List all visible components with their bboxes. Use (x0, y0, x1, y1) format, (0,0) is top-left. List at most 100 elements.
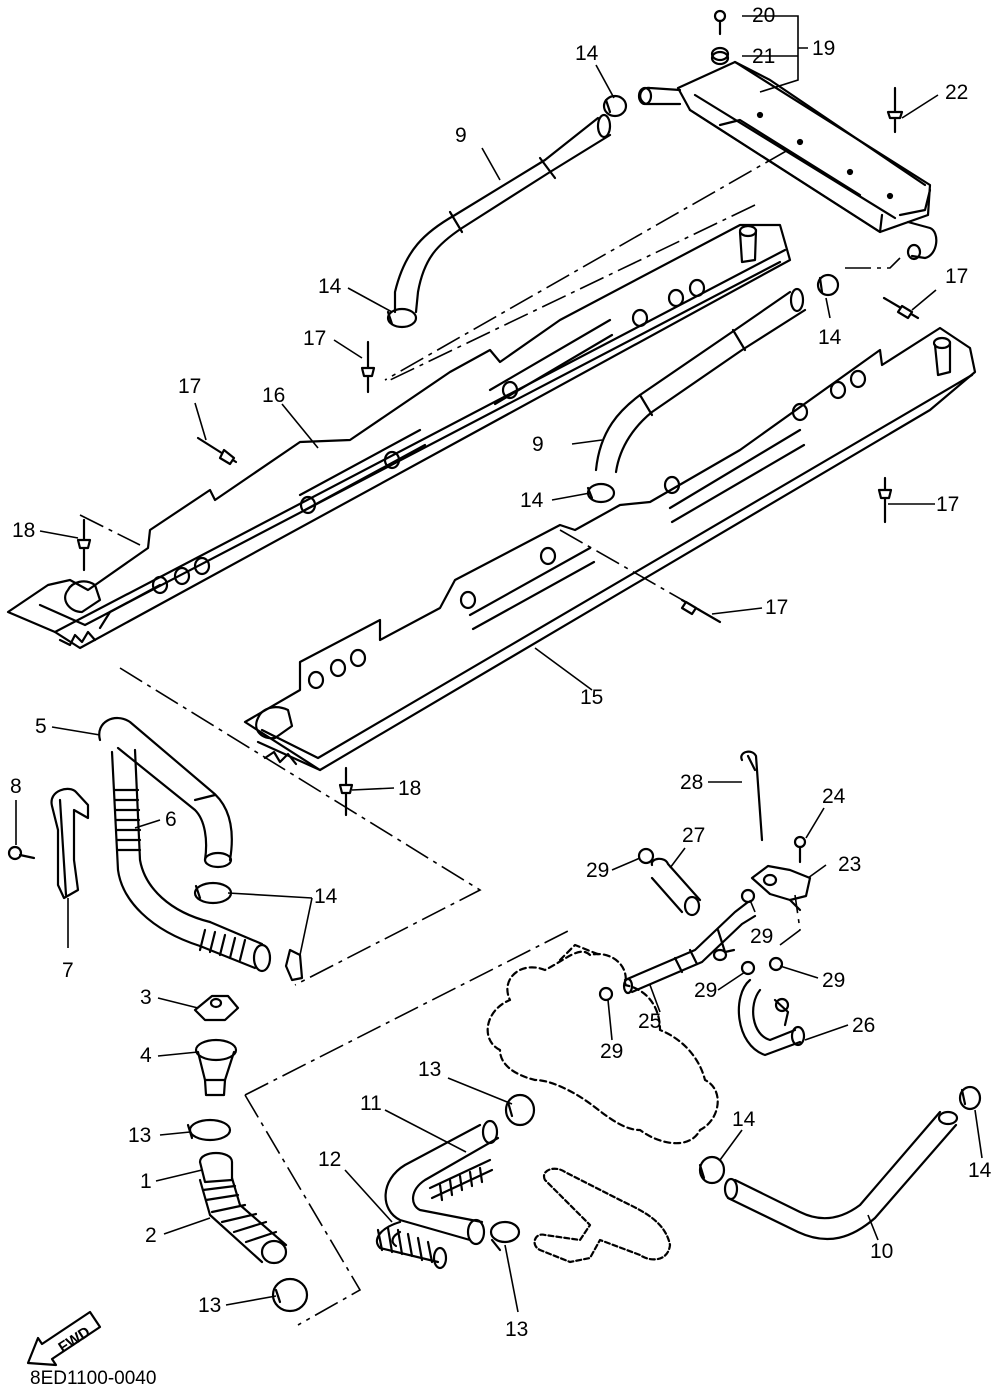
callout-13-a: 13 (128, 1124, 151, 1147)
callout-29-b: 29 (750, 925, 773, 948)
hose-27 (650, 857, 702, 917)
callout-17-a: 17 (303, 327, 326, 350)
radiator-top-assembly (637, 60, 938, 261)
callout-17-b: 17 (178, 375, 201, 398)
clip-29-c (740, 960, 756, 976)
callout-17-d: 17 (936, 493, 959, 516)
callout-labels: 20 21 19 22 14 9 14 17 17 16 17 14 9 14 … (10, 4, 992, 1341)
engine-outline (486, 943, 719, 1145)
clip-29-b (740, 888, 756, 904)
clamp-14-h (958, 1085, 982, 1111)
rivet-17-c (882, 296, 920, 320)
clamp-14-g (698, 1155, 726, 1185)
callout-16: 16 (262, 384, 285, 407)
clamp-13-c (504, 1093, 536, 1127)
hose-6 (110, 748, 272, 973)
callout-18-b: 18 (398, 777, 421, 800)
callout-23: 23 (838, 853, 861, 876)
clamp-13-d (489, 1220, 521, 1252)
callout-7: 7 (62, 959, 74, 982)
clamp-14-a (602, 94, 628, 118)
breather-pipe-28 (740, 750, 764, 842)
callout-14-e: 14 (314, 885, 338, 908)
filler-cap-3 (193, 994, 240, 1022)
clip-29-e (598, 986, 614, 1002)
clip-29-d (768, 956, 784, 972)
callout-5: 5 (35, 715, 47, 738)
fwd-arrow-icon: FWD (26, 1310, 102, 1367)
bolt-24 (793, 835, 807, 864)
callout-14-b: 14 (318, 275, 342, 298)
callout-13-b: 13 (198, 1294, 221, 1317)
bracket-7 (50, 787, 90, 900)
hose-9-lower (594, 287, 807, 474)
clamp-14-e (193, 881, 233, 905)
bolt-8 (7, 845, 36, 861)
callout-8: 8 (10, 775, 22, 798)
filler-neck-4 (194, 1038, 238, 1097)
callout-12: 12 (318, 1148, 341, 1171)
callout-21: 21 (752, 45, 775, 68)
rivet-17-a (360, 340, 376, 394)
callout-6: 6 (165, 808, 177, 831)
guide-lines (79, 149, 901, 1326)
clamp-14-d (586, 482, 616, 504)
callout-15: 15 (580, 686, 603, 709)
callout-25: 25 (638, 1010, 661, 1033)
callout-20: 20 (752, 4, 775, 27)
callout-19: 19 (812, 37, 835, 60)
hose-12 (375, 1220, 448, 1270)
callout-14-f: 14 (732, 1108, 756, 1131)
hose-9-upper (393, 113, 612, 314)
clamp-14-f (284, 948, 304, 982)
callout-27: 27 (682, 824, 705, 847)
callout-18-a: 18 (12, 519, 35, 542)
callout-13-c: 13 (418, 1058, 441, 1081)
radiator-bolt (713, 9, 727, 36)
callout-10: 10 (870, 1240, 893, 1263)
callout-29-c: 29 (694, 979, 717, 1002)
callout-4: 4 (140, 1044, 152, 1067)
leader-lines (15, 15, 983, 1313)
clamp-14-b (386, 307, 418, 329)
callout-26: 26 (852, 1014, 875, 1037)
callout-2: 2 (145, 1224, 157, 1247)
hose-1 (198, 1151, 234, 1184)
radiator-cap (710, 46, 730, 66)
callout-9-a: 9 (455, 124, 467, 147)
callout-11: 11 (360, 1092, 382, 1115)
callout-24: 24 (822, 785, 846, 808)
callout-14-c: 14 (818, 326, 842, 349)
drawing-code: 8ED1100-0040 (30, 1368, 156, 1389)
rivet-17-d (877, 476, 893, 524)
callout-17-e: 17 (765, 596, 788, 619)
clamp-14-c (816, 273, 840, 297)
hose-2 (198, 1176, 288, 1265)
clamp-13-b (271, 1277, 309, 1313)
callout-22: 22 (945, 81, 968, 104)
callout-17-c: 17 (945, 265, 968, 288)
callout-3: 3 (140, 986, 152, 1009)
callout-28: 28 (680, 771, 703, 794)
joint-23 (750, 864, 812, 912)
hose-26 (737, 978, 806, 1057)
clip-29-a (637, 847, 655, 865)
pipe-25 (622, 900, 757, 995)
rivet-22 (886, 86, 904, 134)
hose-10 (723, 1110, 959, 1241)
callout-1: 1 (140, 1170, 152, 1193)
clamp-13-a (186, 1118, 232, 1142)
heat-exchanger-upper (6, 223, 792, 650)
callout-14-g: 14 (968, 1159, 992, 1182)
callout-29-e: 29 (600, 1040, 623, 1063)
callout-13-d: 13 (505, 1318, 528, 1341)
hose-11 (384, 1119, 500, 1246)
callout-14-d: 14 (520, 489, 544, 512)
callout-29-a: 29 (586, 859, 609, 882)
rivet-17-b (196, 436, 238, 466)
callout-14-a: 14 (575, 42, 599, 65)
callout-9-b: 9 (532, 433, 544, 456)
rivet-18-a (76, 518, 92, 572)
heat-exchanger-lower (243, 326, 977, 772)
